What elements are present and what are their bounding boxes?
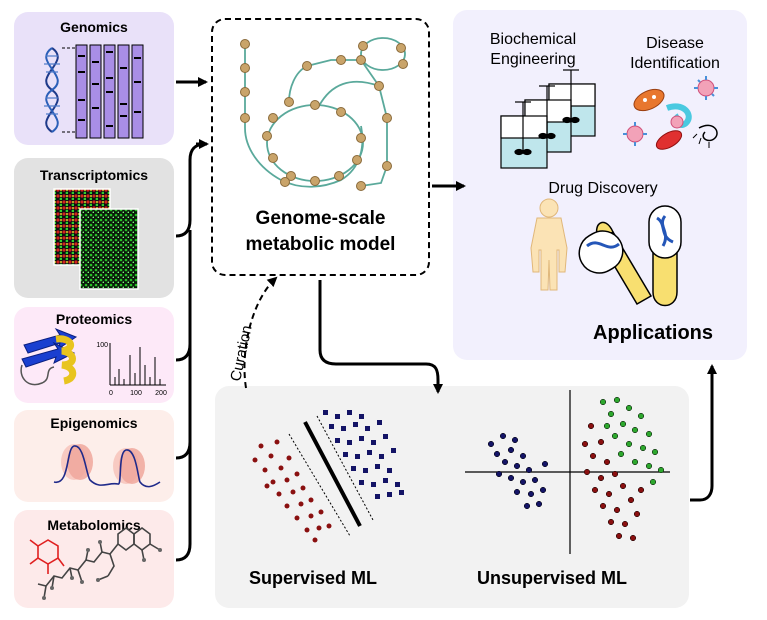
model-to-ml-arrow (318, 280, 443, 394)
omics-merge-connector (175, 142, 207, 562)
applications-illustrations (500, 69, 718, 307)
transcriptomics-panel: Transcriptomics (14, 158, 174, 298)
model-title-line1: Genome-scale (255, 208, 386, 229)
drug-discovery-label: Drug Discovery (548, 180, 658, 197)
proteomics-icon: 100 0 100 200 (20, 327, 167, 397)
proteomics-x-tick-0: 0 (109, 390, 113, 397)
proteomics-label: Proteomics (55, 311, 133, 327)
microarray-icon (53, 188, 139, 290)
ml-panel: Supervised ML Unsupervised ML (215, 386, 689, 608)
proteomics-panel: Proteomics 100 0 100 200 (14, 307, 174, 403)
unsupervised-ml-label: Unsupervised ML (477, 568, 628, 588)
genomics-panel: Genomics (14, 12, 174, 145)
epigenomics-label: Epigenomics (50, 415, 138, 431)
curation-arrow (243, 276, 278, 389)
ml-to-applications-arrow (690, 364, 717, 502)
curation-label: Curation (227, 324, 255, 383)
genomics-label: Genomics (60, 19, 128, 35)
applications-title: Applications (593, 322, 714, 344)
pathogen-icon (623, 76, 718, 150)
supervised-plot (252, 410, 404, 543)
proteomics-x-tick-2: 200 (155, 390, 167, 397)
proteomics-y-tick: 100 (96, 342, 108, 349)
epigenomics-panel: Epigenomics (14, 410, 174, 502)
metabolic-model-box: Genome-scale metabolic model (211, 18, 430, 276)
metabolic-network-graphic (240, 37, 408, 191)
model-title-line2: metabolic model (245, 234, 396, 255)
transcriptomics-label: Transcriptomics (39, 167, 149, 183)
genomics-dna-icon (44, 44, 144, 139)
supervised-ml-label: Supervised ML (249, 568, 378, 588)
nucleosome-icon (53, 444, 161, 488)
unsupervised-plot (465, 390, 670, 554)
metabolomics-panel: Metabolomics (14, 510, 174, 608)
bioreactor-icon (500, 69, 596, 169)
ml-plots (252, 390, 670, 554)
molecule-icon (29, 527, 162, 600)
metabolomics-label: Metabolomics (47, 517, 141, 533)
proteomics-x-tick-1: 100 (130, 390, 142, 397)
human-body-icon (530, 198, 568, 291)
